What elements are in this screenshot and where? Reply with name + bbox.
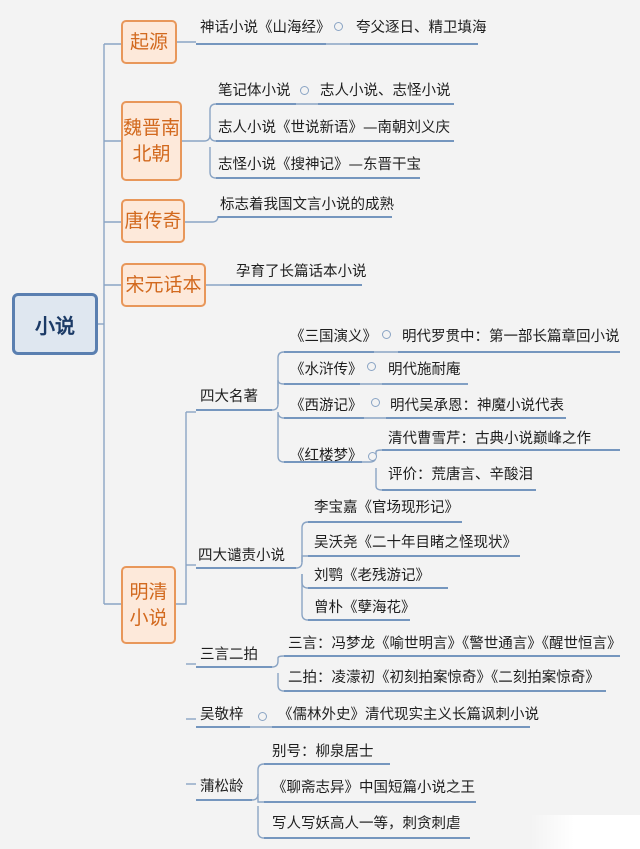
weijin-detail: 志人小说、志怪小说 bbox=[320, 83, 451, 99]
wu-item: 《儒林外史》清代现实主义长篇讽刺小说 bbox=[278, 707, 539, 723]
sanyan-item: 三言：冯梦龙《喻世明言》《警世通言》《醒世恒言》 bbox=[288, 636, 622, 652]
connector-dot bbox=[300, 86, 309, 95]
pu-item: 《聊斋志异》中国短篇小说之王 bbox=[272, 780, 475, 796]
category-origin: 起源 bbox=[121, 20, 177, 64]
category-label: 宋元话本 bbox=[125, 274, 202, 296]
qianze-item: 曾朴《孽海花》 bbox=[314, 600, 416, 616]
book-evaluation: 评价：荒唐言、辛酸泪 bbox=[388, 467, 533, 483]
wu-label: 吴敬梓 bbox=[200, 707, 244, 723]
category-label: 明清 bbox=[129, 581, 168, 603]
watermark-overlay bbox=[530, 815, 640, 849]
tang-detail: 标志着我国文言小说的成熟 bbox=[220, 197, 394, 213]
weijin-zhiren: 志人小说《世说新语》—南朝刘义庆 bbox=[218, 120, 450, 136]
category-ming-qing: 明清 小说 bbox=[121, 566, 176, 644]
book-detail: 明代施耐庵 bbox=[388, 362, 461, 378]
connector-dot bbox=[368, 452, 377, 461]
connector-dot bbox=[334, 22, 343, 31]
connector-dot bbox=[382, 330, 391, 339]
category-weijin: 魏晋南 北朝 bbox=[121, 101, 182, 181]
category-label: 起源 bbox=[129, 31, 168, 53]
qianze-item: 吴沃尧《二十年目睹之怪现状》 bbox=[314, 535, 517, 551]
book-title: 《红楼梦》 bbox=[290, 448, 363, 464]
origin-item: 神话小说《山海经》 bbox=[200, 20, 331, 36]
connector-dot bbox=[258, 712, 267, 721]
book-detail: 明代吴承恩：神魔小说代表 bbox=[390, 398, 564, 414]
category-tang: 唐传奇 bbox=[121, 199, 185, 243]
book-title: 《三国演义》 bbox=[290, 329, 377, 345]
root-node: 小说 bbox=[12, 293, 98, 355]
book-detail: 清代曹雪芹：古典小说巅峰之作 bbox=[388, 431, 591, 447]
weijin-item: 笔记体小说 bbox=[218, 83, 291, 99]
pu-label: 蒲松龄 bbox=[200, 779, 244, 795]
sida-label: 四大名著 bbox=[200, 389, 258, 405]
category-song-yuan: 宋元话本 bbox=[121, 263, 206, 307]
connector-dot bbox=[367, 362, 376, 371]
category-label: 唐传奇 bbox=[124, 210, 182, 232]
sanyan-label: 三言二拍 bbox=[200, 647, 258, 663]
origin-detail: 夸父逐日、精卫填海 bbox=[356, 20, 487, 36]
book-title: 《西游记》 bbox=[290, 398, 363, 414]
book-detail: 明代罗贯中：第一部长篇章回小说 bbox=[402, 329, 620, 345]
connector-dot bbox=[371, 398, 380, 407]
pu-item: 写人写妖高人一等，刺贪刺虐 bbox=[272, 816, 461, 832]
qianze-label: 四大谴责小说 bbox=[198, 548, 285, 564]
category-label: 北朝 bbox=[132, 143, 171, 165]
pu-item: 别号：柳泉居士 bbox=[272, 744, 374, 760]
qianze-item: 李宝嘉《官场现形记》 bbox=[314, 500, 459, 516]
book-title: 《水浒传》 bbox=[290, 362, 363, 378]
category-label: 小说 bbox=[129, 607, 168, 629]
category-label: 魏晋南 bbox=[123, 117, 181, 139]
weijin-zhiguai: 志怪小说《搜神记》—东晋干宝 bbox=[218, 157, 421, 173]
erpai-item: 二拍：凌濛初《初刻拍案惊奇》《二刻拍案惊奇》 bbox=[288, 670, 600, 686]
song-detail: 孕育了长篇话本小说 bbox=[236, 264, 367, 280]
qianze-item: 刘鹗《老残游记》 bbox=[314, 568, 430, 584]
